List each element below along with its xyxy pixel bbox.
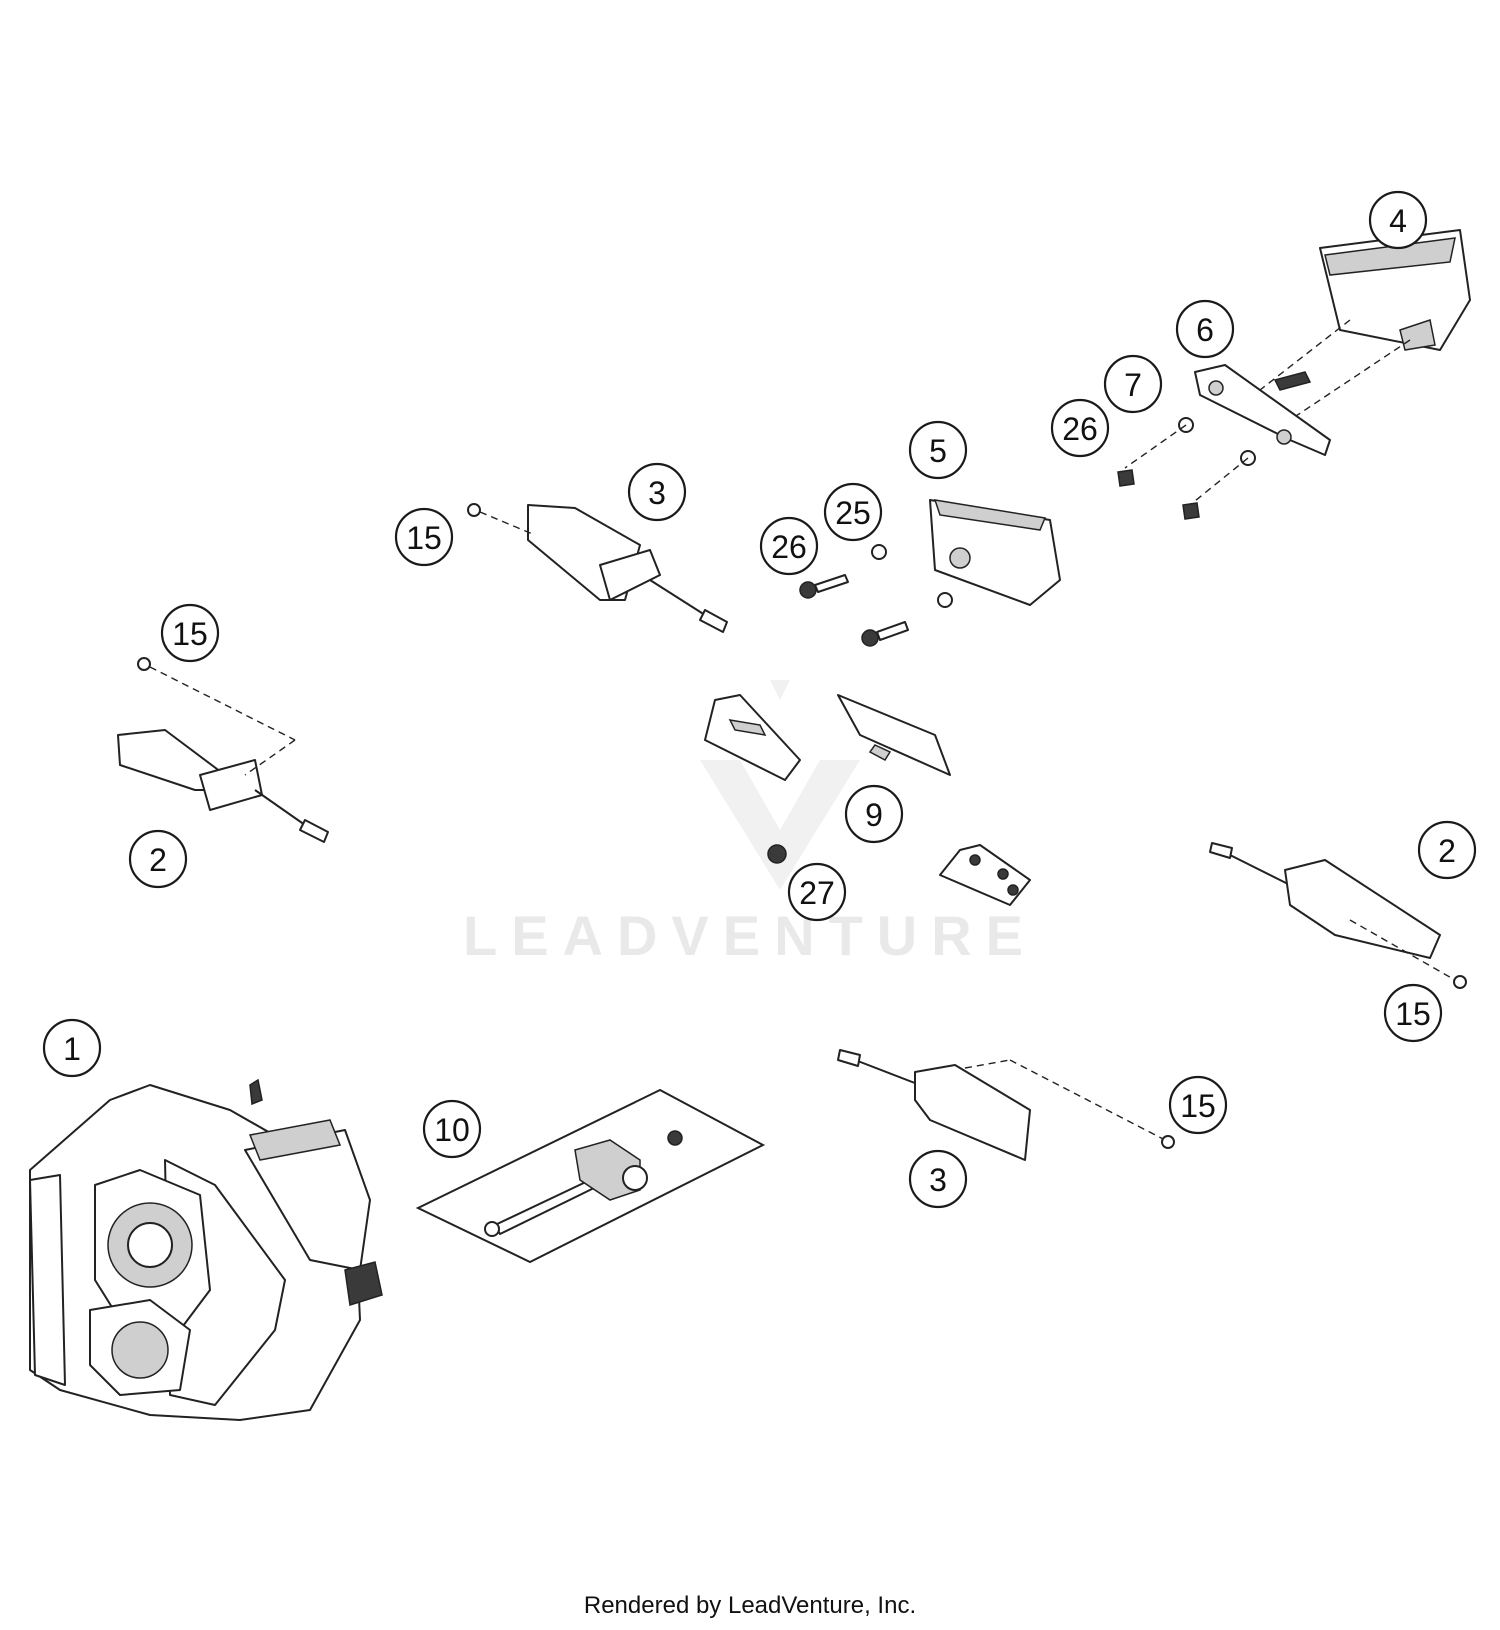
svg-text:9: 9: [865, 797, 883, 833]
svg-text:15: 15: [172, 616, 208, 652]
svg-text:7: 7: [1124, 367, 1142, 403]
part-turn-signal-left[interactable]: [117, 657, 329, 843]
part-tail-light[interactable]: [1259, 229, 1471, 421]
svg-text:4: 4: [1389, 203, 1407, 239]
svg-text:26: 26: [771, 529, 807, 565]
part-reflector-set[interactable]: [704, 694, 1031, 906]
callout-27: 27: [787, 862, 847, 922]
callout-26-middle: 26: [759, 516, 819, 576]
part-socket-kit[interactable]: [415, 1088, 766, 1264]
part-headlight[interactable]: [29, 1078, 383, 1421]
part-turn-signal-right[interactable]: [1209, 842, 1467, 989]
part-washer-screw-set[interactable]: [1117, 417, 1256, 520]
part-plate-light[interactable]: [871, 499, 1061, 608]
svg-text:3: 3: [929, 1162, 947, 1198]
part-screw-set-middle[interactable]: [799, 574, 909, 647]
svg-text:10: 10: [434, 1112, 470, 1148]
callout-15-top: 15: [394, 507, 454, 567]
leadventure-watermark: LEADVENTURE: [463, 680, 1037, 967]
callout-15-right: 15: [1383, 983, 1443, 1043]
svg-text:25: 25: [835, 495, 871, 531]
callout-6: 6: [1175, 299, 1235, 359]
svg-text:3: 3: [648, 475, 666, 511]
callout-5: 5: [908, 420, 968, 480]
callout-4: 4: [1368, 190, 1428, 250]
svg-text:15: 15: [1395, 996, 1431, 1032]
svg-text:6: 6: [1196, 312, 1214, 348]
callout-3-bottom: 3: [908, 1149, 968, 1209]
svg-text:26: 26: [1062, 411, 1098, 447]
callout-10: 10: [422, 1099, 482, 1159]
svg-text:5: 5: [929, 433, 947, 469]
part-bracket[interactable]: [1194, 364, 1331, 456]
callout-2-left: 2: [128, 829, 188, 889]
svg-text:27: 27: [799, 875, 835, 911]
part-nut[interactable]: [767, 844, 787, 864]
part-turn-signal-top[interactable]: [467, 503, 728, 633]
part-turn-signal-bottom[interactable]: [837, 1049, 1175, 1161]
svg-text:15: 15: [1180, 1088, 1216, 1124]
svg-text:1: 1: [63, 1031, 81, 1067]
callout-2-right: 2: [1417, 820, 1477, 880]
callout-9: 9: [844, 784, 904, 844]
svg-text:2: 2: [149, 842, 167, 878]
svg-text:15: 15: [406, 520, 442, 556]
callout-1: 1: [42, 1018, 102, 1078]
callout-3-top: 3: [627, 462, 687, 522]
callout-7: 7: [1103, 354, 1163, 414]
callout-15-bottom: 15: [1168, 1075, 1228, 1135]
callout-15-left: 15: [160, 603, 220, 663]
watermark-text: LEADVENTURE: [463, 904, 1037, 967]
callout-26-right: 26: [1050, 398, 1110, 458]
svg-text:2: 2: [1438, 833, 1456, 869]
footer-credit: Rendered by LeadVenture, Inc.: [583, 1592, 917, 1619]
callout-25: 25: [823, 482, 883, 542]
